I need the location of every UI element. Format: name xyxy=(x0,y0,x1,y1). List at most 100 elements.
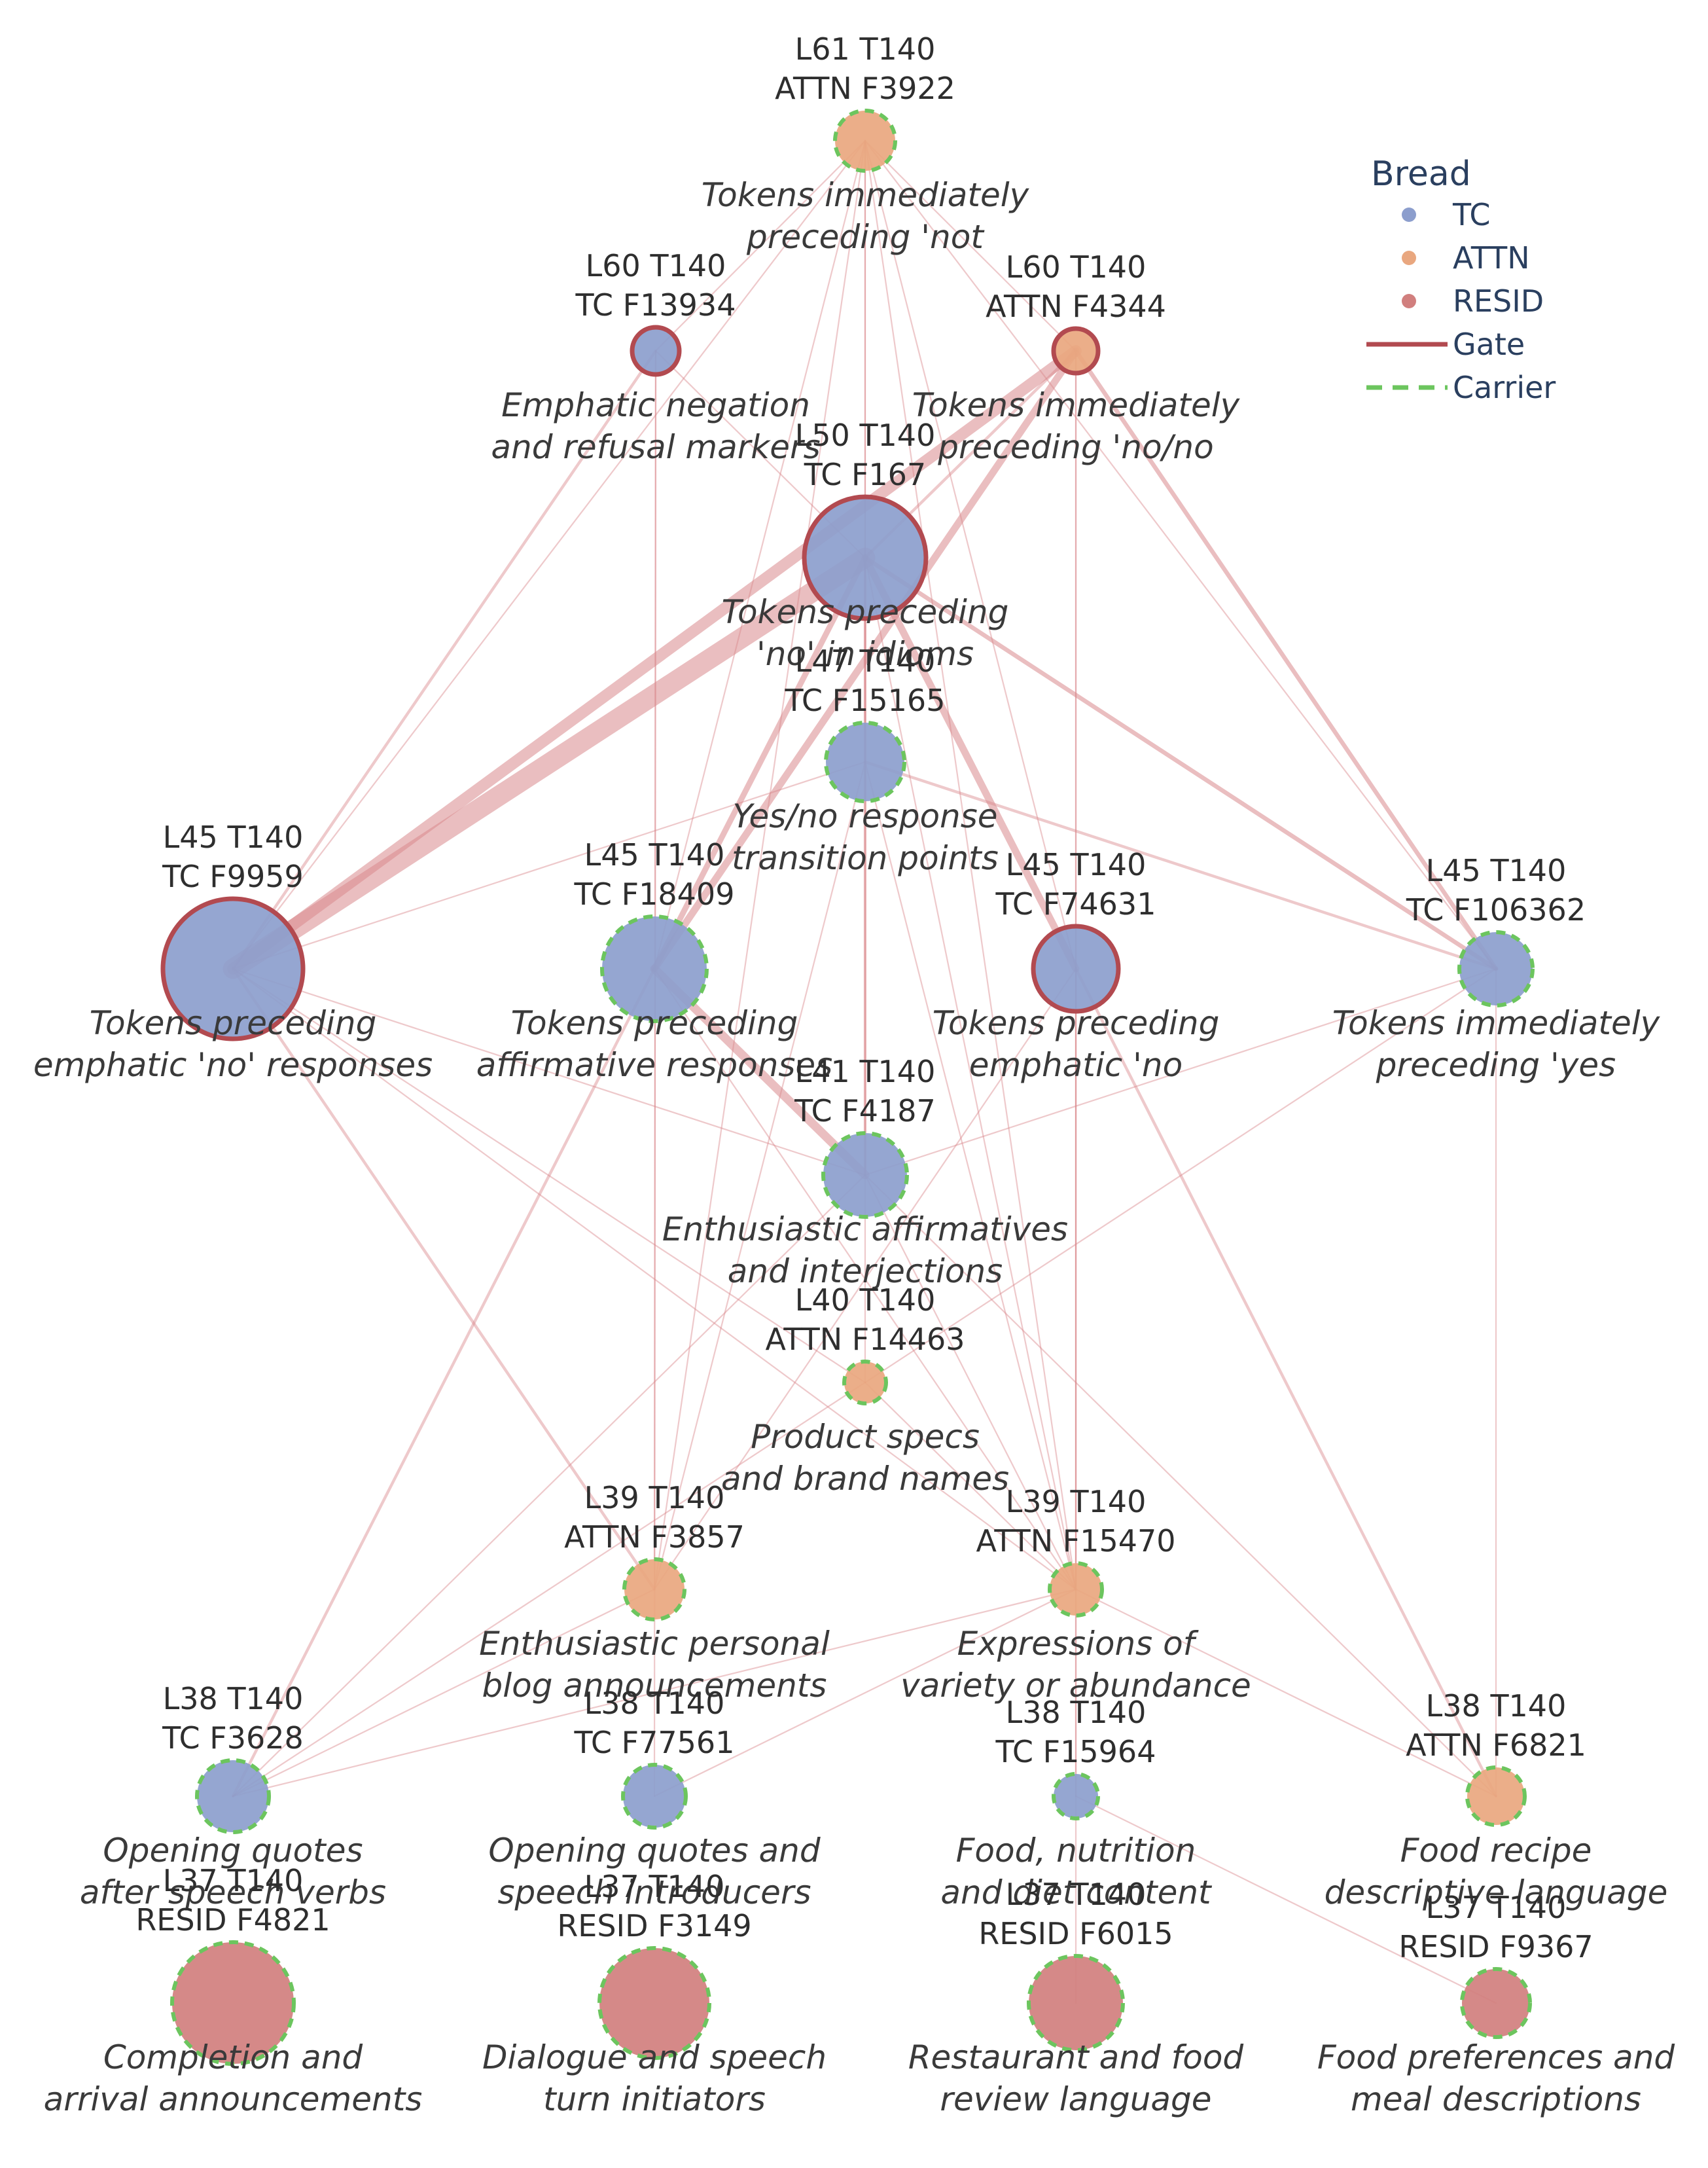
edge-n11-n14 xyxy=(232,1381,866,1798)
node-layer-label: L38 T140 xyxy=(1426,1688,1567,1724)
edge-n13-n15 xyxy=(653,1588,1077,1798)
node-layer-label: L37 T140 xyxy=(584,1869,725,1904)
node-circle[interactable] xyxy=(821,1131,909,1219)
node-circle[interactable] xyxy=(597,1946,711,2060)
node-circle[interactable] xyxy=(842,1360,888,1405)
node-layer-label: L38 T140 xyxy=(163,1681,304,1716)
edge-n2-n15 xyxy=(653,350,657,1798)
node-circle[interactable] xyxy=(1027,1954,1125,2052)
legend-resid-swatch xyxy=(1402,294,1416,308)
node-feature-label: ATTN F14463 xyxy=(765,1322,965,1357)
node-circle[interactable] xyxy=(1465,1765,1527,1827)
edge-n4-n9 xyxy=(863,555,1499,971)
node-circle[interactable] xyxy=(1031,924,1121,1014)
node-layer-label: L60 T140 xyxy=(1006,249,1147,285)
edge-n11-n13 xyxy=(864,1381,1077,1591)
node-circle[interactable] xyxy=(630,325,682,377)
node-layer-label: L37 T140 xyxy=(1426,1890,1567,1925)
legend-item-carrier[interactable]: Carrier xyxy=(1366,370,1556,405)
node-circle[interactable] xyxy=(1051,326,1101,376)
edge-n6-n10 xyxy=(232,967,866,1176)
legend-item-label: Carrier xyxy=(1453,370,1556,405)
node-layer-label: L37 T140 xyxy=(163,1863,304,1898)
node-circle[interactable] xyxy=(622,1557,686,1621)
edge-n7-n13 xyxy=(653,967,1077,1591)
node-circle[interactable] xyxy=(1460,1967,1532,2039)
edge-n7-n14 xyxy=(231,967,656,1798)
node-circle[interactable] xyxy=(833,109,897,173)
node-circle[interactable] xyxy=(824,721,906,803)
node-description-line1: Tokens preceding xyxy=(933,1004,1220,1042)
node-circle[interactable] xyxy=(621,1763,688,1830)
edge-n4-n8 xyxy=(861,554,1080,973)
node-description-line2: preceding 'not xyxy=(746,218,985,256)
legend-item-tc[interactable]: TC xyxy=(1402,197,1491,232)
edge-n9-n10 xyxy=(864,967,1497,1176)
legend-item-attn[interactable]: ATTN xyxy=(1402,240,1530,276)
node-layer-label: L45 T140 xyxy=(584,837,725,873)
node-feature-label: TC F4187 xyxy=(794,1093,936,1129)
node-circle[interactable] xyxy=(600,914,709,1023)
edge-n1-n3 xyxy=(864,139,1077,352)
node-description-line2: and diet content xyxy=(940,1873,1213,1911)
legend-attn-swatch xyxy=(1402,251,1416,265)
node-circle[interactable] xyxy=(195,1758,271,1834)
node-description-line2: preceding 'yes xyxy=(1376,1046,1616,1084)
edge-n13-n17 xyxy=(1075,1588,1497,1798)
legend-item-gate[interactable]: Gate xyxy=(1366,327,1525,362)
node-layer-label: L37 T140 xyxy=(1006,1877,1147,1912)
node-description-line1: Completion and xyxy=(103,2038,363,2076)
node-feature-label: ATTN F6821 xyxy=(1406,1727,1586,1763)
edge-n3-n9 xyxy=(1073,348,1499,971)
node-description-line1: Tokens preceding xyxy=(722,593,1009,631)
node-feature-label: RESID F3149 xyxy=(557,1908,751,1943)
node-description-line1: Food, nutrition xyxy=(956,1832,1196,1870)
edges-layer xyxy=(222,139,1499,2004)
node-description-line2: arrival announcements xyxy=(44,2080,423,2118)
node-layer-label: L60 T140 xyxy=(586,248,726,283)
edge-n9-n11 xyxy=(864,967,1497,1384)
node-circle[interactable] xyxy=(1052,1772,1100,1820)
node-feature-label: TC F106362 xyxy=(1406,892,1586,928)
edge-n4-n7 xyxy=(651,554,868,972)
node-feature-label: TC F74631 xyxy=(995,886,1156,922)
edge-n6-n13 xyxy=(232,967,1077,1591)
legend-item-label: RESID xyxy=(1453,283,1544,319)
node-feature-label: ATTN F3922 xyxy=(775,71,955,106)
node-circle[interactable] xyxy=(160,896,306,1041)
legend-item-resid[interactable]: RESID xyxy=(1402,283,1544,319)
node-feature-label: TC F9959 xyxy=(162,859,304,894)
node-circle[interactable] xyxy=(1048,1561,1104,1617)
node-feature-label: TC F167 xyxy=(804,457,926,492)
node-circle[interactable] xyxy=(170,1940,296,2066)
node-layer-label: L61 T140 xyxy=(795,31,936,67)
node-layer-label: L39 T140 xyxy=(584,1480,725,1515)
node-circle[interactable] xyxy=(1457,930,1535,1007)
edge-n10-n14 xyxy=(232,1174,866,1798)
node-description-line2: blog announcements xyxy=(482,1667,827,1705)
node-circle[interactable] xyxy=(802,494,929,621)
